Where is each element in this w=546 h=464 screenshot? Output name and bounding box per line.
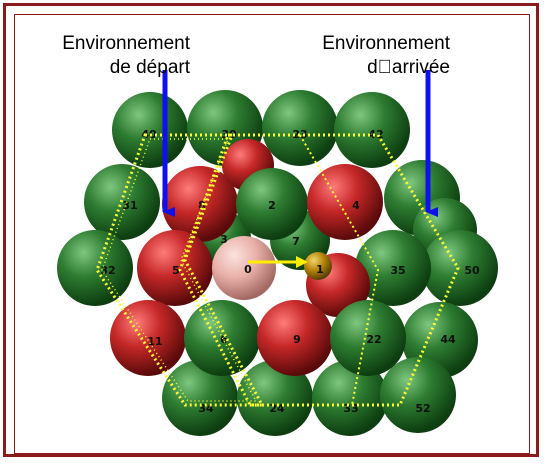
atom-42: [334, 92, 410, 168]
atom-number: 50: [464, 264, 480, 277]
atom-22: [330, 300, 406, 376]
arrival-label-line1: Environnement: [322, 33, 450, 54]
atom-number: 22: [366, 333, 381, 346]
atom-number: 7: [292, 235, 300, 248]
atom-2: [236, 168, 308, 240]
atom-34: [162, 360, 238, 436]
atom-number: 35: [390, 264, 405, 277]
atom-23: [262, 90, 338, 166]
atom-4: [307, 164, 383, 240]
atom-11: [110, 300, 186, 376]
arrival-hexagon-diagonal: [299, 134, 380, 406]
atom-9: [257, 300, 333, 376]
atom-number: 4: [352, 199, 360, 212]
atom-50: [422, 230, 498, 306]
atom-52: [380, 357, 456, 433]
atom-24: [237, 360, 313, 436]
arrival-label-line2: d arrivée: [367, 57, 450, 78]
atom-5: [137, 230, 213, 306]
atom-number: 5: [172, 264, 180, 277]
departure-label-line2: de départ: [109, 57, 190, 78]
atom-number: 8: [198, 199, 206, 212]
atom-32: [57, 230, 133, 306]
departure-environment-label: Environnement de départ: [40, 32, 190, 80]
atom-number: 0: [244, 263, 252, 276]
atom-35: [355, 230, 431, 306]
arrival-environment-hexagon: [178, 133, 460, 407]
atom-1: [304, 252, 332, 280]
atom-33: [312, 360, 388, 436]
atom-number: 11: [147, 335, 162, 348]
atom-number: 6: [220, 333, 228, 346]
atom-8: [162, 166, 238, 242]
atom-number: 33: [343, 402, 358, 415]
atom-number: 42: [368, 128, 383, 141]
atom-6: [184, 300, 260, 376]
atom-numbers: 40 30 23 42 31 8 2 4 32 5 3 7 0 1 35 50 …: [100, 128, 480, 415]
atom-number: 52: [415, 402, 430, 415]
atom-40: [112, 92, 188, 168]
atom-number: 9: [293, 333, 301, 346]
atom-number: 32: [100, 264, 115, 277]
atom-0: [212, 236, 276, 300]
arrival-environment-label: Environnement d arrivée: [300, 32, 450, 80]
atom-number: 40: [141, 128, 157, 141]
atom-number: 44: [440, 333, 456, 346]
departure-environment-hexagon: [95, 133, 265, 407]
jump-arrow: [248, 256, 308, 268]
atom-number: 3: [220, 233, 228, 246]
inner-frame: [14, 14, 530, 454]
atoms-middle-layer: [110, 164, 431, 376]
departure-label-line1: Environnement: [62, 33, 190, 54]
departure-environment-hexagon-inner: [101, 138, 258, 402]
atom-number: 2: [268, 199, 276, 212]
atom-number: 1: [316, 263, 324, 276]
